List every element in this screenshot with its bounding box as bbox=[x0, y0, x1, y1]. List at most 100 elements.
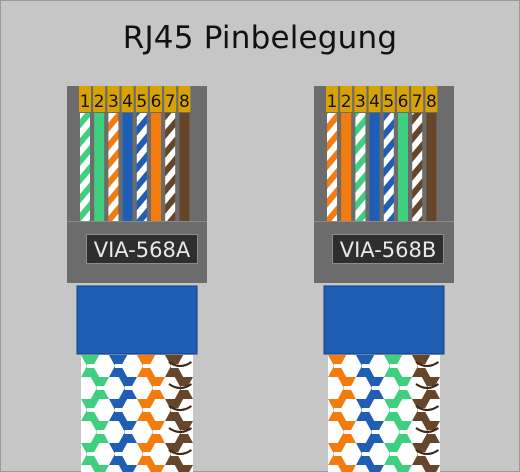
wire-brown bbox=[179, 113, 190, 221]
pin-number: 5 bbox=[383, 92, 394, 112]
twist-highlight bbox=[124, 386, 136, 390]
twisted-pair-segment bbox=[90, 465, 109, 472]
cable-jacket bbox=[76, 285, 198, 355]
page-title: RJ45 Pinbelegung bbox=[122, 20, 398, 56]
pin-contact bbox=[164, 86, 177, 112]
twist-highlight bbox=[87, 364, 99, 368]
twisted-pair-segment bbox=[393, 465, 412, 472]
twist-highlight bbox=[399, 386, 411, 390]
pin-contact bbox=[178, 86, 191, 112]
wire-stripe bbox=[80, 113, 90, 221]
twist-highlight bbox=[115, 408, 127, 412]
twist-highlight bbox=[180, 386, 192, 390]
pin-number: 6 bbox=[398, 92, 409, 112]
twisted-pair-segment bbox=[146, 465, 165, 472]
pin-number: 8 bbox=[179, 92, 190, 112]
twist-highlight bbox=[334, 364, 346, 368]
twisted-pair-segment bbox=[421, 465, 440, 472]
twist-highlight bbox=[87, 452, 99, 456]
wire-stripe bbox=[327, 113, 337, 221]
twist-highlight bbox=[143, 364, 155, 368]
wire-stripe bbox=[412, 113, 423, 221]
pin-contact bbox=[382, 86, 395, 112]
twisted-pair-segment bbox=[337, 465, 356, 472]
pin-number: 2 bbox=[341, 92, 352, 112]
twist-line bbox=[415, 405, 439, 411]
pin-number: 3 bbox=[108, 92, 119, 112]
twist-highlight bbox=[143, 452, 155, 456]
twist-highlight bbox=[180, 430, 192, 434]
twist-highlight bbox=[399, 430, 411, 434]
twist-highlight bbox=[124, 430, 136, 434]
twist-highlight bbox=[96, 386, 108, 390]
pin-contact bbox=[425, 86, 438, 112]
pin-contact bbox=[340, 86, 353, 112]
plug-label-568a: VIA-568A bbox=[86, 234, 198, 264]
pin-contact bbox=[121, 86, 134, 112]
twist-highlight bbox=[143, 408, 155, 412]
plug-label-568b: VIA-568B bbox=[332, 234, 444, 264]
wire-green bbox=[94, 113, 105, 221]
twist-line bbox=[415, 427, 439, 433]
twist-highlight bbox=[427, 430, 439, 434]
pin-contact bbox=[354, 86, 367, 112]
twist-highlight bbox=[390, 408, 402, 412]
wire-orange bbox=[151, 113, 161, 221]
wire-stripe bbox=[136, 113, 147, 221]
twist-line bbox=[168, 449, 192, 455]
twist-line bbox=[415, 449, 439, 455]
twist-highlight bbox=[390, 364, 402, 368]
pin-contact bbox=[93, 86, 106, 112]
cable-jacket bbox=[323, 285, 445, 355]
wire-stripe bbox=[355, 113, 366, 221]
twist-line bbox=[168, 427, 192, 433]
pin-contact bbox=[107, 86, 120, 112]
twist-highlight bbox=[362, 364, 374, 368]
wire-brown bbox=[426, 113, 437, 221]
pin-number: 1 bbox=[80, 92, 91, 112]
twist-highlight bbox=[96, 430, 108, 434]
twist-highlight bbox=[115, 452, 127, 456]
twist-highlight bbox=[362, 408, 374, 412]
twist-line bbox=[415, 383, 439, 389]
pin-contact bbox=[368, 86, 381, 112]
pin-number: 4 bbox=[122, 92, 133, 112]
twist-highlight bbox=[371, 430, 383, 434]
twist-highlight bbox=[343, 386, 355, 390]
twist-highlight bbox=[362, 452, 374, 456]
twist-highlight bbox=[334, 408, 346, 412]
pin-contact bbox=[150, 86, 162, 112]
twist-line bbox=[168, 405, 192, 411]
twist-highlight bbox=[371, 386, 383, 390]
twist-highlight bbox=[390, 452, 402, 456]
wire-stripe bbox=[383, 113, 394, 221]
pin-number: 5 bbox=[136, 92, 147, 112]
twisted-pair-segment bbox=[118, 465, 137, 472]
twist-line bbox=[415, 361, 439, 367]
wire-green bbox=[398, 113, 408, 221]
pin-contact bbox=[79, 86, 91, 112]
twist-highlight bbox=[115, 364, 127, 368]
twist-highlight bbox=[152, 430, 164, 434]
wire-blue bbox=[122, 113, 133, 221]
wire-blue bbox=[369, 113, 380, 221]
pin-number: 4 bbox=[369, 92, 380, 112]
twist-line bbox=[168, 383, 192, 389]
twist-highlight bbox=[152, 386, 164, 390]
pin-number: 6 bbox=[151, 92, 162, 112]
wire-stripe bbox=[165, 113, 176, 221]
pin-contact bbox=[411, 86, 424, 112]
twist-highlight bbox=[343, 430, 355, 434]
pin-contact bbox=[326, 86, 338, 112]
twisted-pair-segment bbox=[174, 465, 193, 472]
twist-line bbox=[168, 361, 192, 367]
wire-orange bbox=[341, 113, 352, 221]
pin-number: 7 bbox=[412, 92, 423, 112]
pin-contact bbox=[135, 86, 148, 112]
pin-number: 8 bbox=[426, 92, 437, 112]
twisted-pair-segment bbox=[365, 465, 384, 472]
pin-number: 3 bbox=[355, 92, 366, 112]
